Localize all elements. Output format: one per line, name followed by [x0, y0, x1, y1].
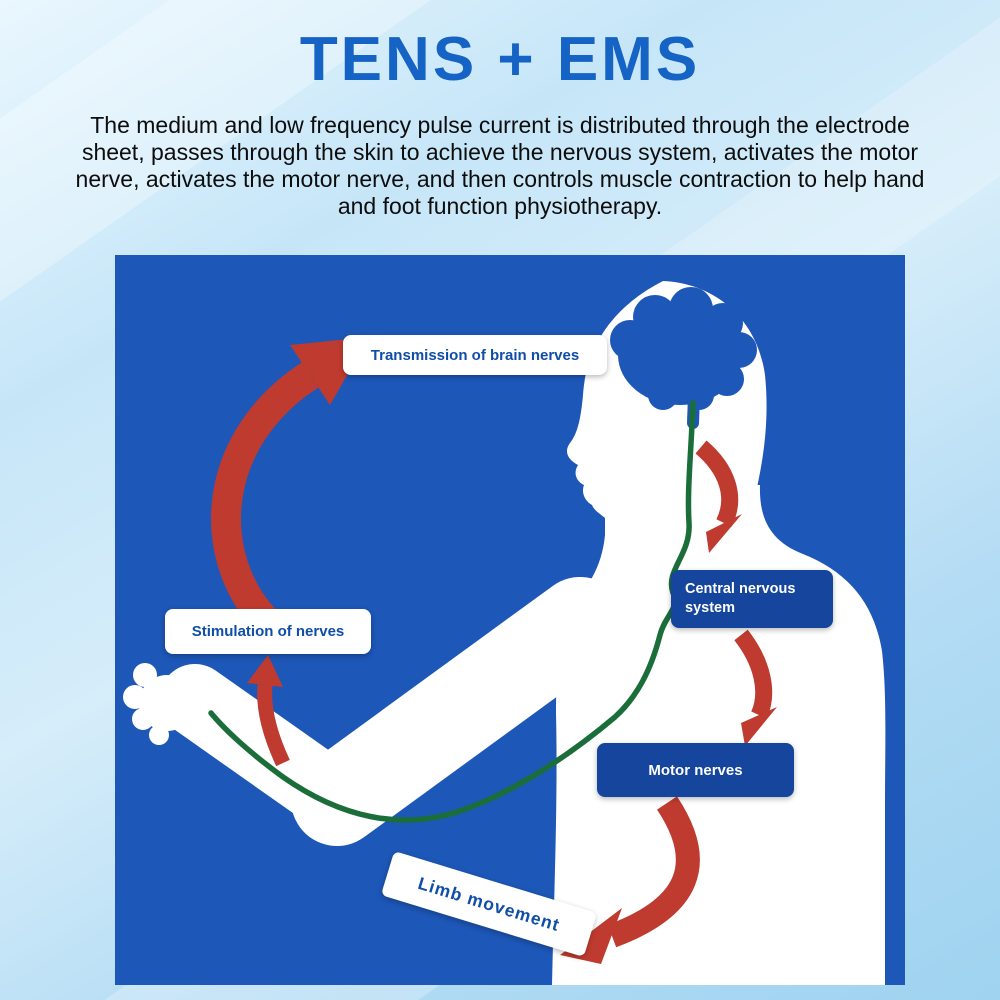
neck-arrow-icon	[695, 440, 742, 553]
brain-icon	[610, 287, 757, 429]
label-central-nervous-system: Central nervous system	[671, 570, 833, 628]
brain-transmission-arrow-icon	[211, 337, 369, 631]
description-text: The medium and low frequency pulse curre…	[75, 112, 925, 219]
diagram-panel: Transmission of brain nerves Stimulation…	[115, 255, 905, 985]
hand-shape	[123, 663, 195, 745]
label-motor-nerves: Motor nerves	[597, 743, 794, 797]
cns-to-motor-arrow-icon	[734, 629, 777, 746]
label-stimulation-of-nerves: Stimulation of nerves	[165, 609, 371, 654]
nerve-line	[208, 400, 696, 823]
stimulation-arrow-icon	[247, 655, 290, 767]
page-title: TENS + EMS	[299, 25, 701, 94]
label-transmission-of-brain-nerves: Transmission of brain nerves	[343, 335, 607, 375]
